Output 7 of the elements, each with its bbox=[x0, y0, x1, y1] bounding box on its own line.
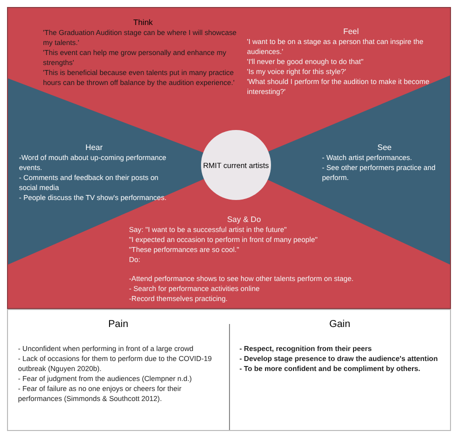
section-heading: Say & Do bbox=[226, 215, 262, 225]
panel-heading: Pain bbox=[107, 318, 130, 332]
section-heading: Think bbox=[132, 18, 154, 28]
section-heading: Hear bbox=[84, 143, 104, 153]
section-heading: See bbox=[376, 143, 393, 153]
section-heading: Feel bbox=[342, 27, 360, 37]
panel-heading: Gain bbox=[328, 318, 352, 332]
